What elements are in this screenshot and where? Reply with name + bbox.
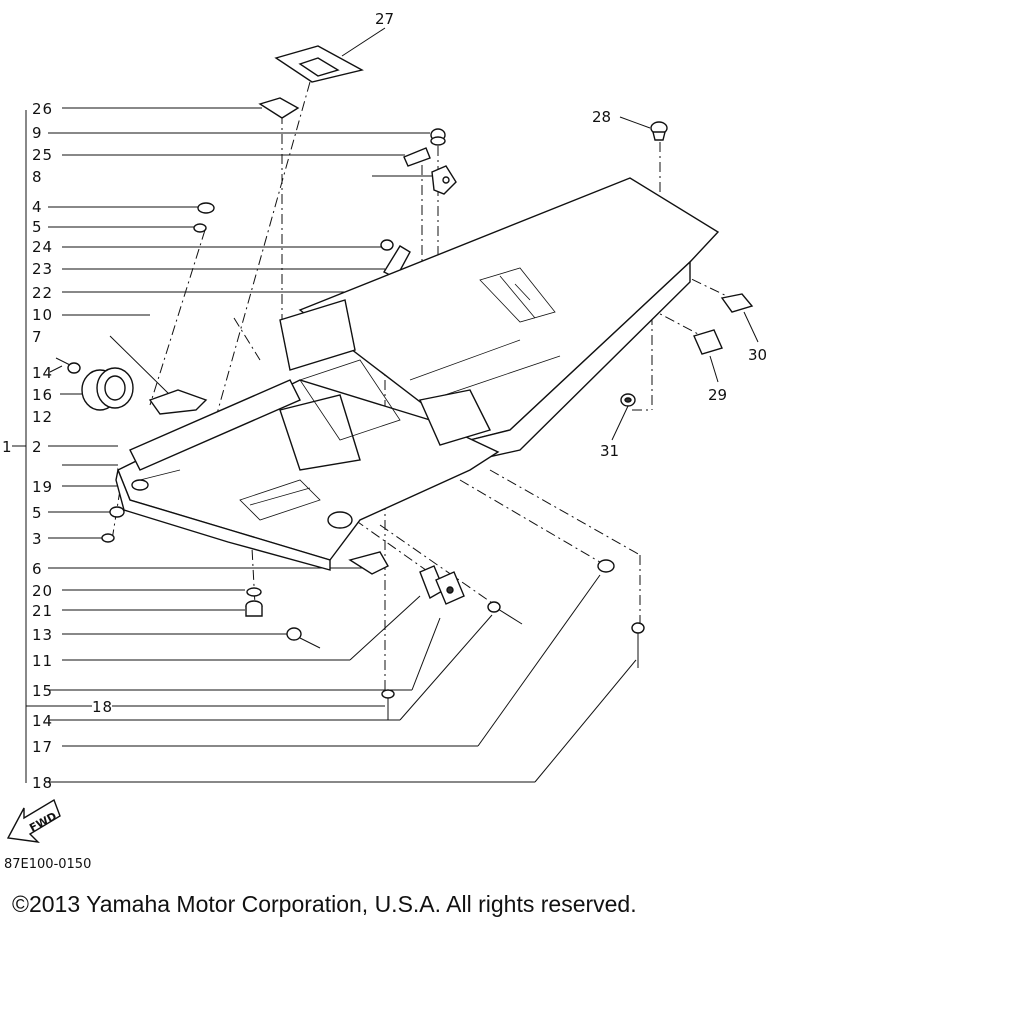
callout-label-27: 27: [375, 10, 394, 28]
callout-label-11: 11: [32, 652, 53, 670]
callout-label-18b: 18: [32, 774, 53, 792]
callout-label-31: 31: [600, 442, 619, 460]
fwd-arrow-icon: FWD: [6, 798, 61, 843]
bracket-8: [431, 165, 457, 195]
callout-label-8: 8: [32, 168, 43, 186]
bracket-7: [148, 389, 208, 415]
bracket-label: 1: [2, 438, 13, 456]
callout-label-20: 20: [32, 582, 53, 600]
callout-label-4: 4: [32, 198, 43, 216]
washer-20: [246, 587, 262, 597]
nut-13: [286, 627, 321, 649]
assembly-bracket: 1: [2, 110, 27, 783]
callout-label-12: 12: [32, 408, 53, 426]
collar-21: [245, 600, 263, 617]
callout-label-10: 10: [32, 306, 53, 324]
drawing-code: 87E100-0150: [4, 857, 91, 872]
callout-label-28: 28: [592, 108, 611, 126]
damper-26: [258, 97, 300, 119]
cap-17: [597, 559, 615, 573]
callout-label-3: 3: [32, 530, 43, 548]
callout-label-17: 17: [32, 738, 53, 756]
nut-5: [193, 223, 207, 233]
left-callouts: 26 9 25 8 4 5 24 23 22 10 7 14 16 12 2 1…: [32, 100, 113, 792]
callout-label-26: 26: [32, 100, 53, 118]
callout-label-14: 14: [32, 364, 53, 382]
label-29: [693, 329, 723, 355]
collar-24: [380, 239, 394, 251]
seat-base-frame: [115, 299, 500, 575]
callout-label-30: 30: [748, 346, 767, 364]
seat-pad-27: [274, 45, 364, 83]
damper-3: [101, 533, 115, 543]
rivet-18b: [631, 622, 645, 668]
washer-4: [197, 202, 215, 214]
nut-31: [620, 393, 636, 407]
callout-label-2: 2: [32, 438, 43, 456]
callout-label-24: 24: [32, 238, 53, 256]
callout-label-9: 9: [32, 124, 43, 142]
callout-label-21: 21: [32, 602, 53, 620]
callout-label-22: 22: [32, 284, 53, 302]
callout-label-23: 23: [32, 260, 53, 278]
callout-label-18: 18: [92, 698, 113, 716]
copyright-notice: ©2013 Yamaha Motor Corporation, U.S.A. A…: [12, 891, 637, 917]
callout-label-29: 29: [708, 386, 727, 404]
callout-label-19: 19: [32, 478, 53, 496]
rivet-18: [381, 689, 395, 720]
callout-label-5: 5: [32, 218, 43, 236]
damper-5: [109, 506, 125, 518]
callout-label-7: 7: [32, 328, 43, 346]
callout-label-6: 6: [32, 560, 43, 578]
grommet-9: [430, 128, 446, 146]
callout-label-15: 15: [32, 682, 53, 700]
clip-30: [720, 293, 754, 313]
right-callouts: 27 28 30 29 31: [341, 10, 767, 460]
damper-25: [403, 147, 431, 167]
callout-label-16: 16: [32, 386, 53, 404]
screw-14: [487, 601, 523, 625]
callout-label-13: 13: [32, 626, 53, 644]
callout-label-25: 25: [32, 146, 53, 164]
callout-label-5b: 5: [32, 504, 43, 522]
cap-28: [650, 121, 668, 141]
band-16: [81, 367, 134, 411]
bolt-14: [55, 357, 81, 374]
grommet-15: [435, 571, 465, 605]
callout-label-14b: 14: [32, 712, 53, 730]
